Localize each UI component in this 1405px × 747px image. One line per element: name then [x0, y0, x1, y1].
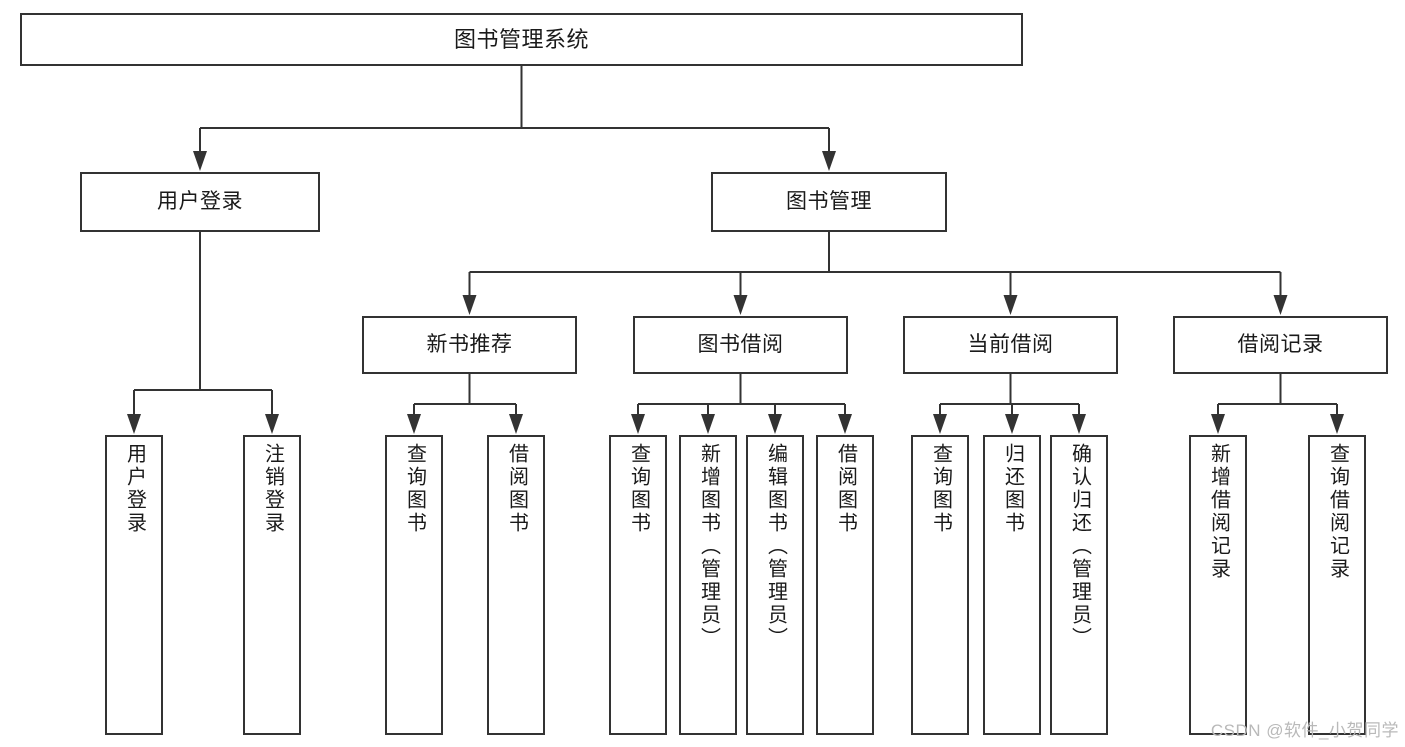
node-new-book-recommendation[interactable]: 新书推荐 [362, 316, 577, 374]
leaf-current-query-book[interactable]: 查询图书 [911, 435, 969, 735]
node-label: 新增借阅记录 [1207, 443, 1230, 581]
node-label: 用户登录 [123, 443, 146, 535]
node-current-borrowing[interactable]: 当前借阅 [903, 316, 1118, 374]
leaf-borrow-edit-book-admin[interactable]: 编辑图书（管理员） [746, 435, 804, 735]
node-label: 图书管理系统 [453, 26, 589, 52]
watermark-text: CSDN @软件_小贺同学 [1210, 721, 1399, 740]
leaf-rec-query-book[interactable]: 查询图书 [385, 435, 443, 735]
node-label: 借阅记录 [1237, 332, 1324, 356]
node-label: 查询图书 [929, 443, 952, 535]
node-label: 编辑图书（管理员） [764, 443, 787, 650]
leaf-borrow-query-book[interactable]: 查询图书 [609, 435, 667, 735]
node-user-login[interactable]: 用户登录 [80, 172, 320, 232]
node-label: 确认归还（管理员） [1068, 443, 1091, 650]
leaf-rec-borrow-book[interactable]: 借阅图书 [487, 435, 545, 735]
node-book-management[interactable]: 图书管理 [711, 172, 947, 232]
node-book-borrowing[interactable]: 图书借阅 [633, 316, 848, 374]
node-label: 图书借阅 [697, 332, 784, 356]
node-label: 注销登录 [261, 443, 284, 535]
node-label: 当前借阅 [967, 332, 1054, 356]
node-label: 查询图书 [403, 443, 426, 535]
leaf-borrow-add-book-admin[interactable]: 新增图书（管理员） [679, 435, 737, 735]
node-label: 查询图书 [627, 443, 650, 535]
node-label: 图书管理 [786, 189, 872, 213]
leaf-borrow-borrow-book[interactable]: 借阅图书 [816, 435, 874, 735]
node-label: 用户登录 [157, 189, 243, 213]
leaf-current-confirm-return-admin[interactable]: 确认归还（管理员） [1050, 435, 1108, 735]
leaf-record-query-borrow-record[interactable]: 查询借阅记录 [1308, 435, 1366, 735]
node-borrowing-record[interactable]: 借阅记录 [1173, 316, 1388, 374]
leaf-record-add-borrow-record[interactable]: 新增借阅记录 [1189, 435, 1247, 735]
node-root-book-management-system[interactable]: 图书管理系统 [20, 13, 1023, 66]
leaf-current-return-book[interactable]: 归还图书 [983, 435, 1041, 735]
node-label: 查询借阅记录 [1326, 443, 1349, 581]
node-label: 归还图书 [1001, 443, 1024, 535]
leaf-user-login[interactable]: 用户登录 [105, 435, 163, 735]
leaf-logout-login[interactable]: 注销登录 [243, 435, 301, 735]
node-label: 新增图书（管理员） [697, 443, 720, 650]
node-label: 借阅图书 [834, 443, 857, 535]
node-label: 借阅图书 [505, 443, 528, 535]
node-label: 新书推荐 [426, 332, 513, 356]
